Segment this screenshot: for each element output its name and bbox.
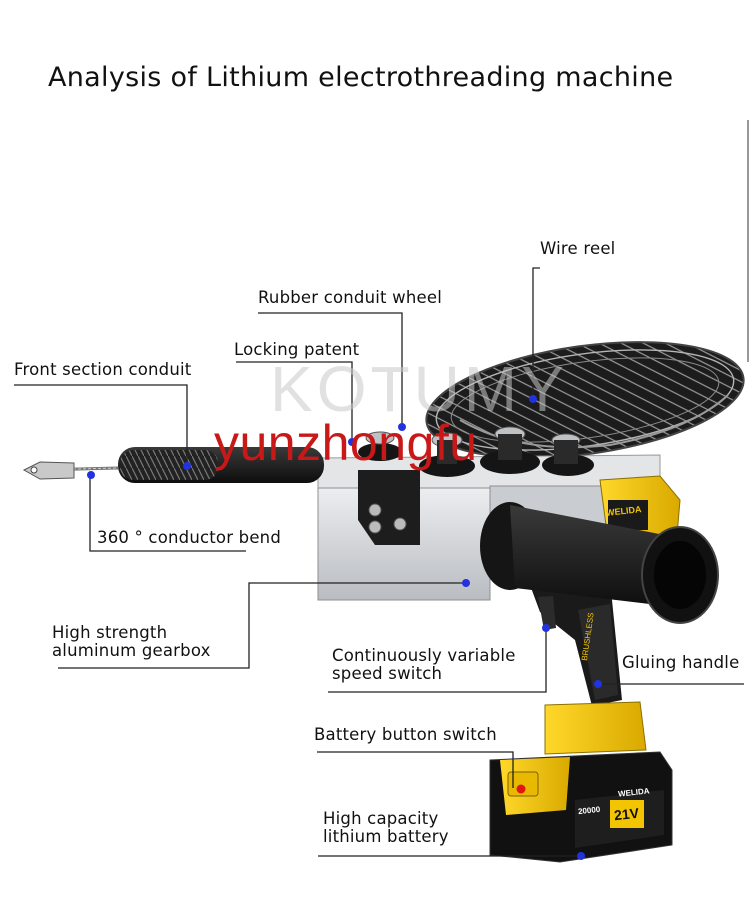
front-conduit-dot	[183, 462, 191, 470]
page-title: Analysis of Lithium electrothreading mac…	[48, 62, 674, 93]
label-locking-patent: Locking patent	[234, 340, 360, 359]
label-battery-line1: High capacity	[323, 809, 439, 828]
label-battery-line2: lithium battery	[323, 827, 449, 846]
gluing-handle-dot	[594, 680, 602, 688]
conduit-wheels-part	[358, 426, 594, 477]
label-speed-switch-line2: speed switch	[332, 664, 443, 683]
gearbox-dot	[462, 579, 470, 587]
label-wire-reel: Wire reel	[540, 239, 616, 258]
conduit-wheel-dot	[398, 423, 406, 431]
battery-dot	[577, 852, 585, 860]
label-gearbox-line1: High strength	[52, 623, 168, 642]
shop-watermark: yunzhongfu	[214, 415, 478, 471]
speed-switch-dot	[542, 624, 550, 632]
label-gluing-handle: Gluing handle	[622, 653, 740, 672]
label-conductor-bend: 360 ° conductor bend	[97, 528, 282, 547]
battery-voltage-text: 21V	[613, 804, 640, 824]
label-speed-switch-line1: Continuously variable	[332, 646, 516, 665]
battery-button-dot	[516, 784, 526, 794]
conductor-bend-dot	[87, 471, 95, 479]
battery-part	[489, 701, 673, 863]
locking-patent-dot	[348, 438, 356, 446]
side-handle-part	[480, 502, 719, 624]
label-gearbox-line2: aluminum gearbox	[52, 641, 211, 660]
label-battery-button-switch: Battery button switch	[314, 725, 497, 744]
locking-bracket-part	[358, 470, 420, 545]
front-conduit-part	[22, 447, 324, 483]
wire-reel-dot	[529, 395, 537, 403]
brand-watermark: KOTUMY	[270, 353, 568, 425]
leader-lines	[14, 267, 744, 857]
label-rubber-conduit-wheel: Rubber conduit wheel	[258, 288, 443, 307]
label-front-section-conduit: Front section conduit	[14, 360, 192, 379]
